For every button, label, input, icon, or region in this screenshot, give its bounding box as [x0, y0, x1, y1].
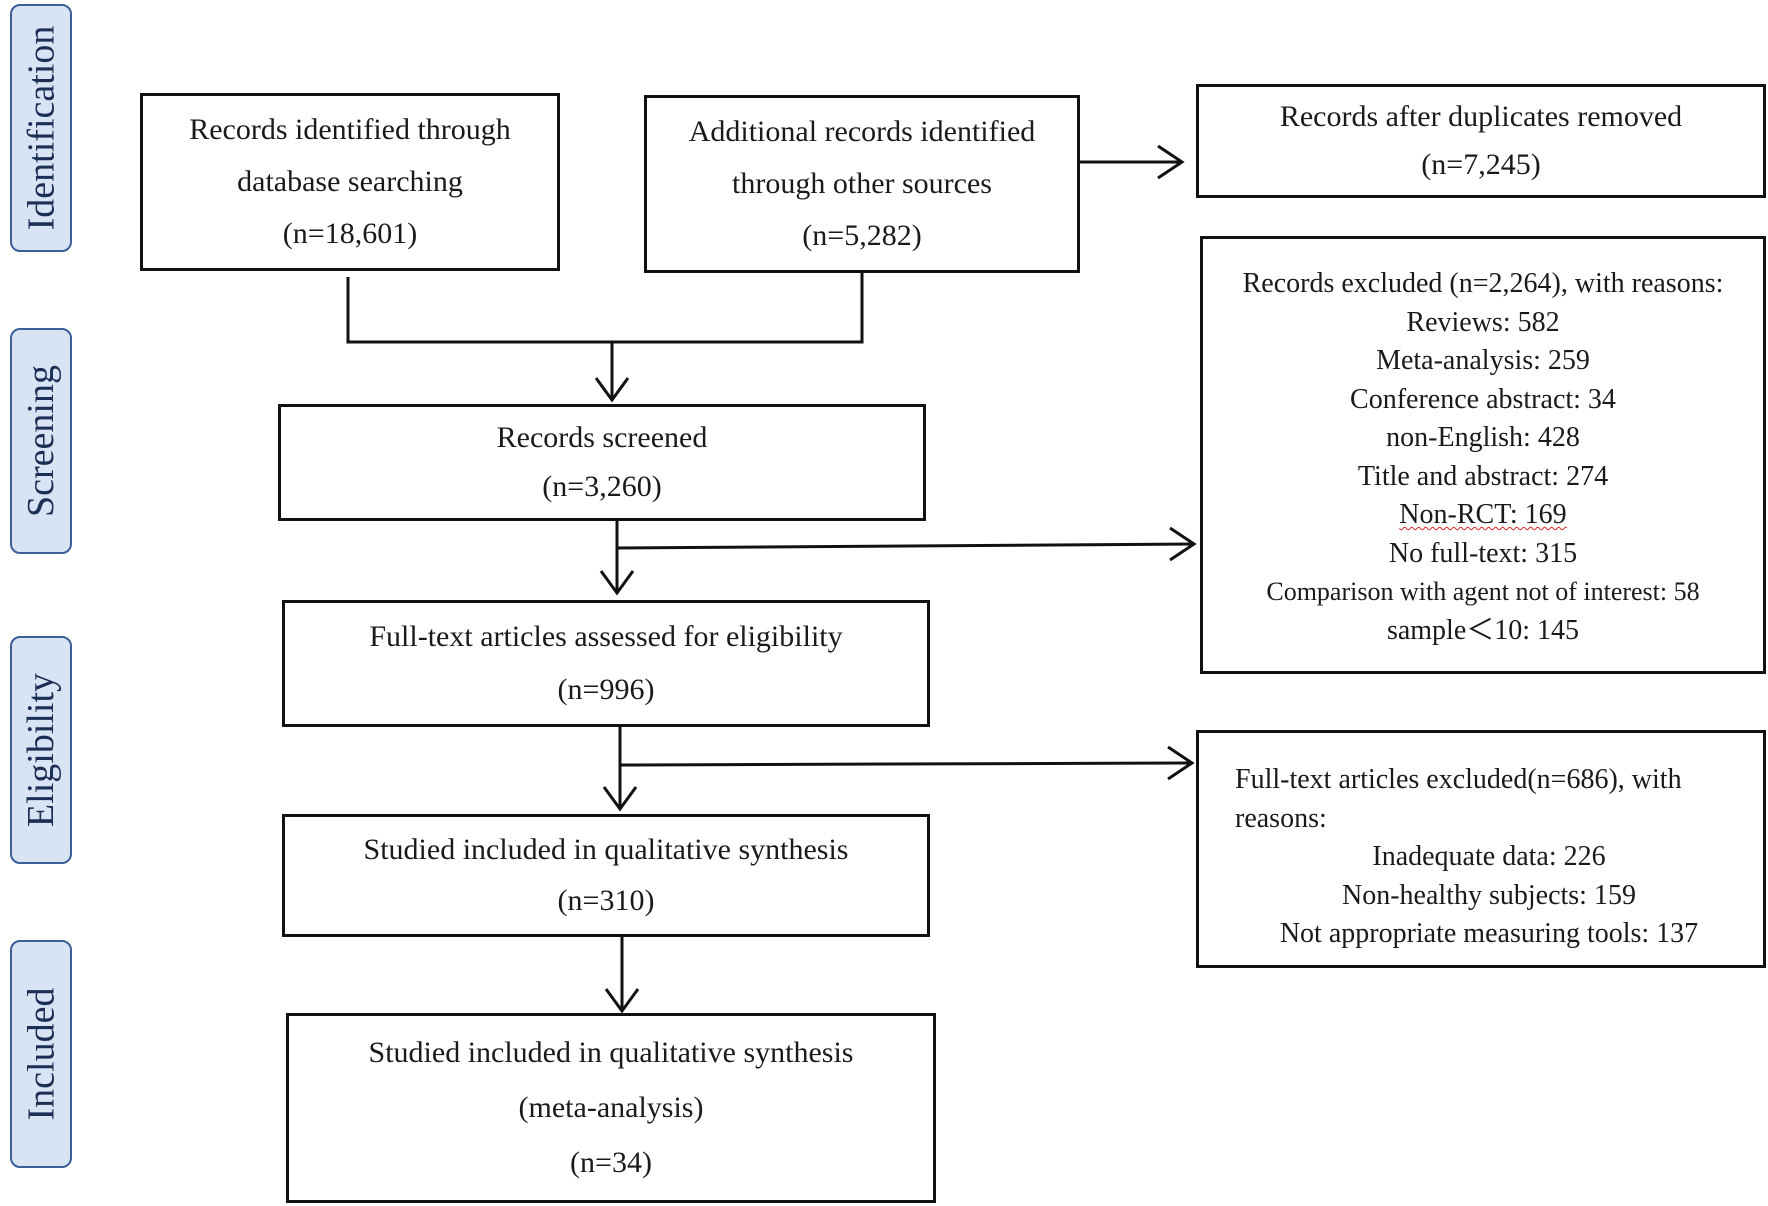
records-excluded-reason: Comparison with agent not of interest: 5…: [1266, 577, 1700, 606]
duplicates-removed-line1: Records after duplicates removed: [1279, 100, 1683, 133]
duplicates-removed-count: (n=7,245): [1421, 148, 1541, 181]
other-sources-count: (n=5,282): [802, 219, 922, 252]
quantitative-synthesis-line1: Studied included in qualitative synthesi…: [368, 1036, 854, 1069]
arrow-to-qualitative-head: [602, 786, 638, 812]
stage-included-label: Included: [20, 987, 63, 1121]
database-search-line2: database searching: [237, 165, 463, 198]
records-screened-count: (n=3,260): [542, 470, 662, 503]
quantitative-synthesis-count: (n=34): [570, 1146, 652, 1179]
records-excluded-reason: Conference abstract: 34: [1350, 383, 1616, 415]
stage-identification-label: Identification: [20, 25, 63, 231]
records-excluded-box: Records excluded (n=2,264), with reasons…: [1200, 236, 1766, 674]
records-excluded-header: Records excluded (n=2,264), with reasons…: [1242, 268, 1724, 299]
duplicates-removed-box: Records after duplicates removed (n=7,24…: [1196, 84, 1766, 198]
arrow-to-fulltext-excluded-head: [1167, 745, 1195, 781]
records-excluded-reason: Reviews: 582: [1406, 306, 1560, 338]
arrow-to-meta-analysis-head: [604, 988, 640, 1014]
quantitative-synthesis-box: Studied included in qualitative synthesi…: [286, 1013, 936, 1203]
records-excluded-reason: Title and abstract: 274: [1357, 460, 1609, 492]
full-text-assessed-box: Full-text articles assessed for eligibil…: [282, 600, 930, 727]
full-text-excluded-box: Full-text articles excluded(n=686), with…: [1196, 730, 1766, 968]
records-excluded-reason: non-English: 428: [1386, 422, 1580, 453]
database-search-box: Records identified through database sear…: [140, 93, 560, 271]
records-excluded-reason: sample＜10: 145: [1386, 614, 1580, 646]
arrow-to-fulltext-excluded: [619, 761, 1191, 767]
stage-identification: Identification: [10, 4, 72, 252]
other-sources-box: Additional records identified through ot…: [644, 95, 1080, 273]
full-text-excluded-reason: Not appropriate measuring tools: 137: [1279, 918, 1699, 949]
records-screened-line1: Records screened: [496, 421, 708, 454]
stage-screening-label: Screening: [20, 365, 63, 517]
spellcheck-flagged-term: Non-RCT: 169: [1399, 499, 1567, 530]
arrow-to-screened-head: [594, 377, 630, 403]
full-text-assessed-line1: Full-text articles assessed for eligibil…: [369, 620, 843, 654]
full-text-excluded-reason: Inadequate data: 226: [1372, 841, 1606, 872]
merge-connector: [346, 270, 864, 344]
records-excluded-reason: No full-text: 315: [1388, 537, 1578, 569]
arrow-to-assessed-head: [599, 570, 635, 596]
full-text-excluded-header-cont: reasons:: [1235, 802, 1327, 834]
qualitative-synthesis-line1: Studied included in qualitative synthesi…: [363, 833, 849, 866]
stage-included: Included: [10, 940, 72, 1168]
arrow-to-records-excluded: [616, 542, 1193, 550]
records-excluded-reason: Non-RCT: 169: [1203, 496, 1763, 535]
database-search-line1: Records identified through: [189, 113, 511, 146]
arrow-to-duplicates-head: [1157, 144, 1185, 180]
qualitative-synthesis-count: (n=310): [557, 884, 655, 917]
arrow-to-records-excluded-head: [1169, 526, 1197, 562]
other-sources-line2: through other sources: [732, 167, 992, 200]
stage-eligibility: Eligibility: [10, 636, 72, 864]
full-text-excluded-header: Full-text articles excluded(n=686), with: [1235, 764, 1682, 795]
quantitative-synthesis-line2: (meta-analysis): [518, 1091, 704, 1124]
other-sources-line1: Additional records identified: [688, 115, 1036, 148]
stage-screening: Screening: [10, 328, 72, 554]
stage-eligibility-label: Eligibility: [20, 672, 62, 828]
records-excluded-reason: Meta-analysis: 259: [1376, 345, 1590, 376]
records-screened-box: Records screened (n=3,260): [278, 404, 926, 521]
full-text-assessed-count: (n=996): [557, 672, 655, 706]
qualitative-synthesis-box: Studied included in qualitative synthesi…: [282, 814, 930, 937]
database-search-count: (n=18,601): [282, 217, 418, 250]
full-text-excluded-reason: Non-healthy subjects: 159: [1342, 879, 1636, 911]
